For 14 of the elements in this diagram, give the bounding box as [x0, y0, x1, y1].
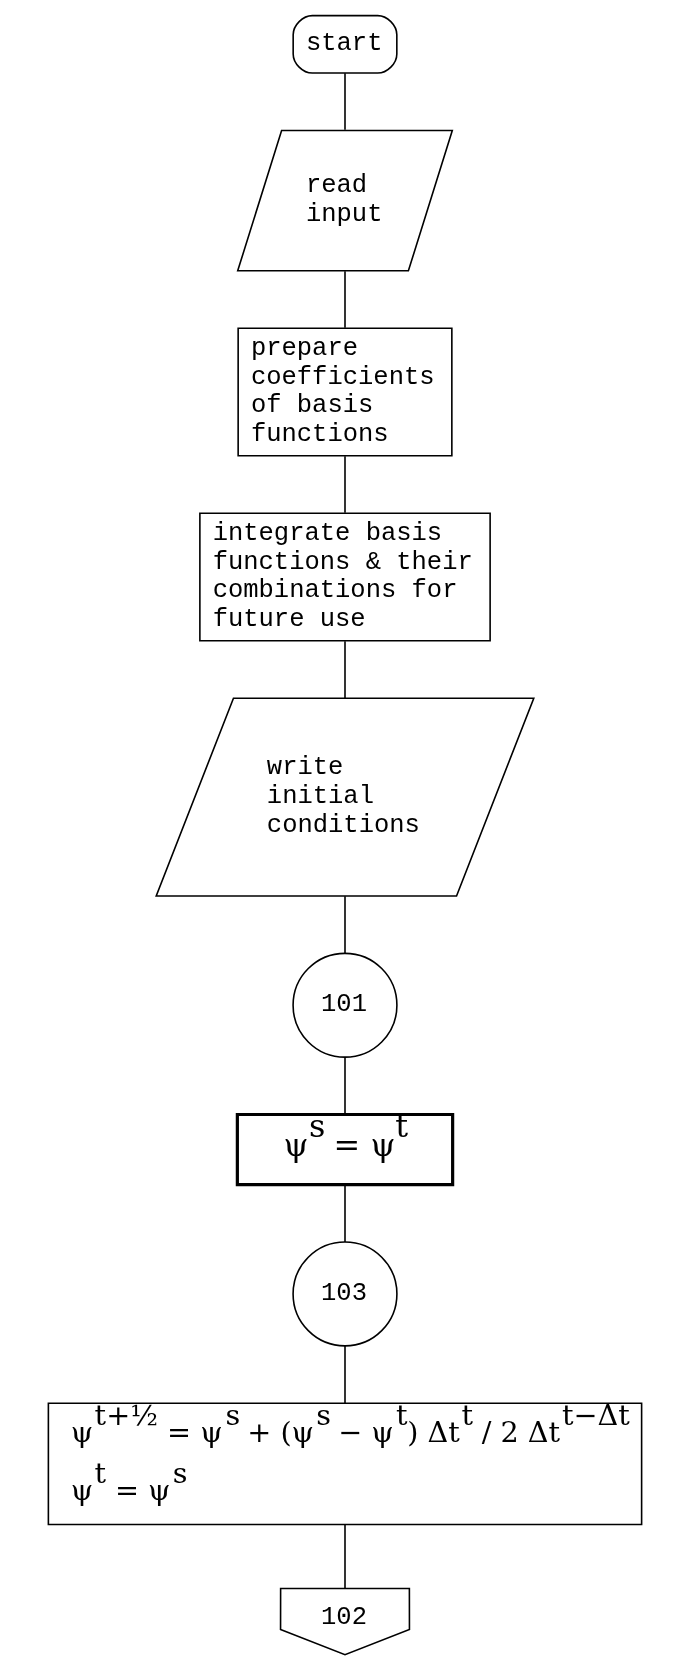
node-box: integrate basis functions & their combinations for future use: [198, 512, 491, 642]
node-box: start: [291, 14, 398, 74]
connector: [343, 1345, 346, 1404]
node-circle: 103: [291, 1241, 398, 1347]
connector: [343, 1057, 346, 1116]
connector: [343, 1184, 346, 1243]
connector: [343, 270, 346, 329]
connector: [343, 640, 346, 699]
connector: [343, 895, 346, 954]
node-circle: 101: [291, 952, 398, 1058]
connector: [343, 72, 346, 131]
node-box: prepare coefficients of basis functions: [236, 327, 453, 457]
connector: [343, 455, 346, 514]
connector: [343, 1523, 346, 1589]
